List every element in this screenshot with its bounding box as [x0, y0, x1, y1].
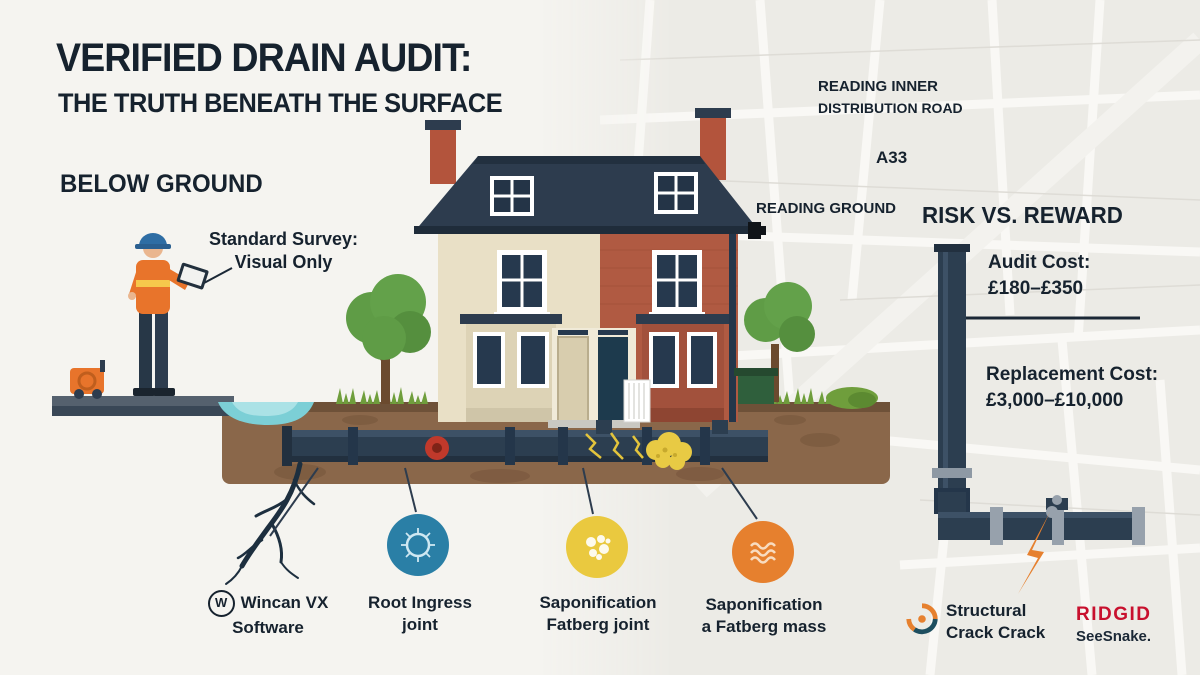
callout-fatberg-joint: Saponification Fatberg joint [516, 592, 680, 636]
callout-root-line1: Root Ingress [368, 593, 472, 612]
bay-window-right [636, 314, 730, 422]
street-map-background [540, 0, 1200, 675]
callout-fatberg-mass-line1: Saponification [705, 595, 823, 614]
standard-survey-callout: Standard Survey: Visual Only [196, 228, 371, 273]
fatberg-blob [646, 432, 692, 470]
callout-connector-lines [269, 467, 758, 537]
callout-wincan-line1: Wincan VX [240, 593, 329, 613]
map-label-line1: READING INNER [818, 78, 939, 95]
callout-fatberg-mass-line2: a Fatberg mass [701, 617, 827, 637]
downpipe [729, 234, 736, 422]
hard-hat-icon [139, 233, 167, 246]
garden-planter [734, 368, 778, 404]
bay-window-left [460, 314, 562, 422]
crack-indicator-bolt [1018, 506, 1058, 594]
dormer-window-right [654, 172, 698, 214]
white-railing-panel [623, 379, 651, 423]
upper-window-right [649, 250, 705, 317]
map-marker-icon [748, 222, 766, 239]
root-ingress-circle-icon [387, 514, 449, 576]
seesnake-wordmark: SeeSnake. [1076, 628, 1152, 645]
map-label-inner-distribution-road: READING INNER DISTRIBUTION ROAD [818, 76, 963, 118]
map-label-reading-ground: READING GROUND [756, 200, 897, 217]
pavement-platform [52, 396, 234, 416]
audit-cost-label: Audit Cost: [988, 252, 1091, 273]
callout-fatberg-joint-line1: Saponification [539, 593, 657, 612]
clipboard-icon [176, 262, 209, 290]
pipe-crack-marks [585, 432, 644, 460]
survey-callout-pointer [203, 267, 233, 284]
survey-callout-line1: Standard Survey: [208, 229, 359, 249]
fatberg-joint-circle-icon [566, 516, 628, 578]
root-ingress-illustration [225, 461, 316, 585]
structural-crack-logo-icon [903, 600, 941, 638]
wincan-badge-letter: W [215, 595, 228, 611]
audit-cost-value: £180–£350 [988, 277, 1084, 299]
drain-camera-reel [70, 360, 105, 399]
callout-root-ingress: Root Ingress joint [344, 592, 496, 636]
upper-window-left [494, 250, 550, 317]
callout-root-line2: joint [402, 615, 438, 635]
below-ground-heading: BELOW GROUND [60, 170, 263, 198]
dormer-window-left [490, 176, 534, 216]
page-subtitle: THE TRUTH BENEATH THE SURFACE [58, 88, 503, 118]
water-puddle [218, 402, 314, 425]
callout-fatberg-joint-line2: Fatberg joint [546, 615, 650, 635]
page-title: VERIFIED DRAIN AUDIT: [56, 36, 472, 80]
surveyor-figure [128, 233, 209, 396]
callout-fatberg-mass: Saponification a Fatberg mass [680, 594, 848, 638]
callout-wincan-line2: Software [232, 618, 304, 637]
replacement-cost-block: Replacement Cost: £3,000–£10,000 [986, 362, 1158, 413]
wincan-w-badge-icon: W [207, 590, 235, 617]
vertical-drop-pipe [932, 244, 1145, 545]
audit-cost-block: Audit Cost: £180–£350 [988, 250, 1090, 301]
ridgid-seesnake-logo: RIDGID SeeSnake. [1076, 604, 1152, 645]
ridgid-wordmark: RIDGID [1076, 604, 1152, 625]
pipe-red-fitting [425, 436, 449, 460]
risk-vs-reward-heading: RISK VS. REWARD [922, 202, 1123, 228]
tree-left [346, 274, 431, 404]
house-illustration [414, 108, 760, 428]
replacement-cost-value: £3,000–£10,000 [986, 389, 1124, 411]
front-doors [548, 328, 640, 428]
survey-callout-line2: Visual Only [234, 251, 333, 272]
callout-wincan: W Wincan VX Software [188, 590, 348, 639]
map-label-line2: DISTRIBUTION ROAD [818, 99, 963, 116]
map-label-a33: A33 [876, 148, 908, 167]
replacement-cost-label: Replacement Cost: [986, 364, 1159, 385]
structural-line1: Structural [946, 601, 1027, 620]
structural-crack-label: Structural Crack Crack [946, 600, 1045, 644]
fatberg-mass-circle-icon [732, 521, 794, 583]
structural-line2: Crack Crack [946, 623, 1046, 643]
